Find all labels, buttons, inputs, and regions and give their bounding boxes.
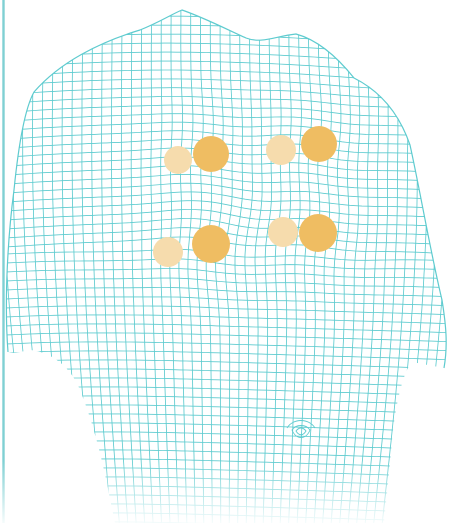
marker-group-upper-left xyxy=(266,126,337,165)
marker-group-lower-left xyxy=(268,214,337,252)
mesh-line xyxy=(0,25,450,39)
mesh-line xyxy=(0,278,450,288)
bottom-fade xyxy=(0,300,450,523)
electrode-marker-faded xyxy=(153,237,183,267)
electrode-marker xyxy=(192,225,230,263)
electrode-marker xyxy=(299,214,337,252)
marker-group-lower-right xyxy=(153,225,230,267)
marker-group-upper-right xyxy=(164,136,229,174)
electrode-marker xyxy=(193,136,229,172)
electrode-marker xyxy=(301,126,337,162)
mesh-line xyxy=(0,0,450,12)
mesh-line xyxy=(0,288,450,298)
mesh-line xyxy=(0,7,450,21)
electrode-marker-faded xyxy=(268,217,298,247)
electrode-marker-faded xyxy=(164,146,192,174)
mesh-line xyxy=(0,34,450,48)
electrode-marker-faded xyxy=(266,135,296,165)
mesh-line xyxy=(0,43,450,57)
mesh-line xyxy=(0,0,450,3)
